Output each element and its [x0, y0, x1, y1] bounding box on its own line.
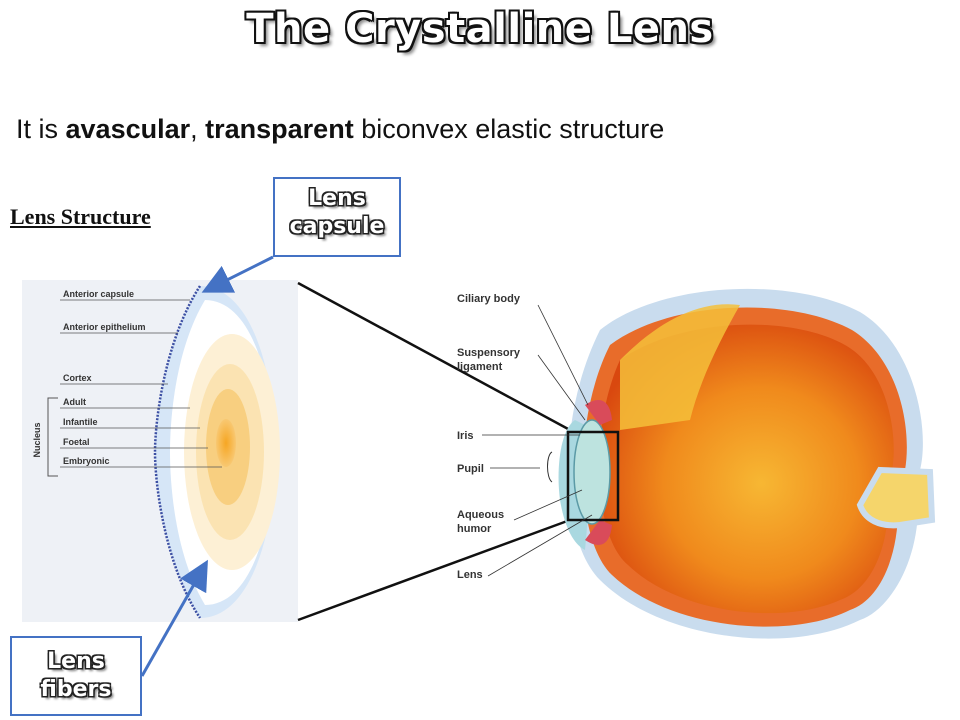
label-lens: Lens: [457, 569, 483, 581]
eye-diagram: Ciliary body Suspensory ligament Iris Pu…: [457, 288, 936, 639]
subtitle-text-2: ,: [190, 114, 206, 144]
zoom-line-bottom: [297, 518, 571, 622]
section-heading: Lens Structure: [10, 204, 151, 229]
label-ciliary-body: Ciliary body: [457, 293, 521, 305]
fibers-callout-line-1: Lens: [47, 649, 105, 674]
label-infantile: Infantile: [63, 417, 98, 427]
eye-retina-highlight: [620, 304, 740, 430]
capsule-callout-line-1: Lens: [308, 186, 366, 211]
fibers-arrow: [140, 559, 208, 677]
subtitle-bold-transparent: transparent: [205, 114, 354, 144]
slide-subtitle: It is avascular, transparent biconvex el…: [16, 114, 664, 145]
label-adult: Adult: [63, 397, 86, 407]
label-pupil: Pupil: [457, 463, 484, 475]
lens-fibers-callout: Lens fibers: [10, 636, 142, 716]
lens-embryonic-nucleus: [216, 419, 236, 467]
lens-capsule-callout: Lens capsule: [273, 177, 401, 257]
nucleus-bracket: [47, 397, 58, 477]
eye-iris-bottom: [585, 520, 612, 545]
capsule-arrow: [201, 255, 274, 293]
label-cortex: Cortex: [63, 373, 92, 383]
label-nucleus: Nucleus: [32, 422, 42, 457]
lens-structure-diagram: Anterior capsule Anterior epithelium Cor…: [22, 280, 298, 622]
subtitle-text-3: biconvex elastic structure: [353, 114, 665, 144]
label-suspensory-ligament-2: ligament: [457, 361, 503, 373]
slide-title: The Crystalline Lens: [246, 6, 714, 52]
subtitle-text-1: It is: [16, 114, 66, 144]
fibers-callout-line-2: fibers: [40, 677, 112, 702]
label-iris: Iris: [457, 430, 474, 442]
label-aqueous-humor-2: humor: [457, 523, 492, 535]
label-foetal: Foetal: [63, 437, 90, 447]
label-embryonic: Embryonic: [63, 456, 110, 466]
lens-zoom-box: [566, 430, 620, 522]
label-aqueous-humor-1: Aqueous: [457, 509, 504, 521]
label-anterior-epithelium: Anterior epithelium: [63, 322, 146, 332]
label-anterior-capsule: Anterior capsule: [63, 289, 134, 299]
capsule-callout-line-2: capsule: [289, 214, 385, 239]
lens-capsule-outline: [153, 285, 202, 619]
label-suspensory-ligament-1: Suspensory: [457, 347, 521, 359]
subtitle-bold-avascular: avascular: [65, 114, 191, 144]
zoom-line-top: [297, 281, 571, 432]
eye-lens: [573, 419, 611, 525]
eye-iris-top: [585, 400, 612, 425]
eye-optic-nerve: [856, 466, 936, 529]
